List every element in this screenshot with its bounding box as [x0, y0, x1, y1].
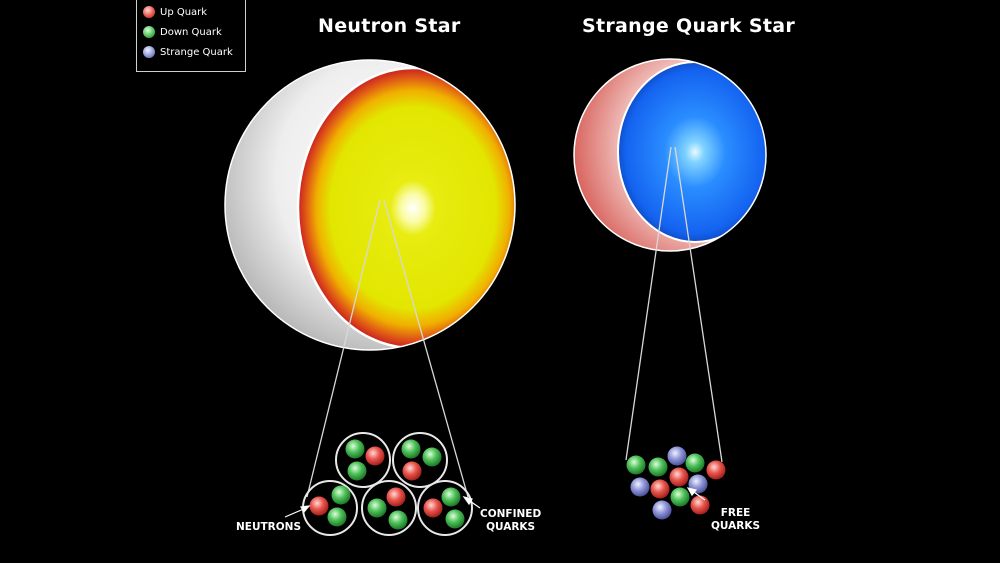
up-quark [403, 462, 422, 481]
legend-item-strange-quark: Strange Quark [143, 44, 233, 60]
down-quark [442, 488, 461, 507]
up-quark [691, 496, 710, 515]
up-quark [424, 499, 443, 518]
neutrons-label: NEUTRONS [236, 521, 301, 534]
neutron [418, 481, 472, 535]
up-quark [387, 488, 406, 507]
confined-label-line1: CONFINED [480, 508, 541, 521]
down-quark-swatch [143, 26, 155, 38]
up-quark-swatch [143, 6, 155, 18]
legend-label: Strange Quark [160, 47, 233, 58]
down-quark [368, 499, 387, 518]
confined-quarks-label: CONFINED QUARKS [480, 508, 541, 534]
down-quark [686, 454, 705, 473]
free-label-line1: FREE [711, 507, 760, 520]
strange-quark [653, 501, 672, 520]
down-quark [402, 440, 421, 459]
free-label-line2: QUARKS [711, 520, 760, 533]
down-quark [627, 456, 646, 475]
neutron [336, 433, 390, 487]
neutron-star-title: Neutron Star [318, 15, 461, 37]
up-quark [651, 480, 670, 499]
down-quark [332, 486, 351, 505]
neutron-cluster [303, 433, 472, 535]
up-quark [670, 468, 689, 487]
down-quark [348, 462, 367, 481]
strange-star-title: Strange Quark Star [582, 15, 795, 37]
up-quark [366, 447, 385, 466]
down-quark [671, 488, 690, 507]
down-quark [328, 508, 347, 527]
neutron-star-sphere [225, 60, 528, 350]
confined-label-line2: QUARKS [480, 521, 541, 534]
up-quark [707, 461, 726, 480]
legend-label: Down Quark [160, 27, 222, 38]
strange-quark [668, 447, 687, 466]
down-quark [389, 511, 408, 530]
legend: Up Quark Down Quark Strange Quark [136, 0, 246, 72]
down-quark [446, 510, 465, 529]
free-quarks-label: FREE QUARKS [711, 507, 760, 533]
strange-quark [631, 478, 650, 497]
legend-item-down-quark: Down Quark [143, 24, 222, 40]
down-quark [423, 448, 442, 467]
neutron [362, 481, 416, 535]
strange-star-sphere [574, 59, 772, 251]
down-quark [346, 440, 365, 459]
neutron-star-cutaway [298, 68, 528, 348]
legend-label: Up Quark [160, 7, 207, 18]
neutron [303, 481, 357, 535]
legend-item-up-quark: Up Quark [143, 4, 207, 20]
up-quark [310, 497, 329, 516]
down-quark [649, 458, 668, 477]
neutron [393, 433, 447, 487]
strange-quark-swatch [143, 46, 155, 58]
